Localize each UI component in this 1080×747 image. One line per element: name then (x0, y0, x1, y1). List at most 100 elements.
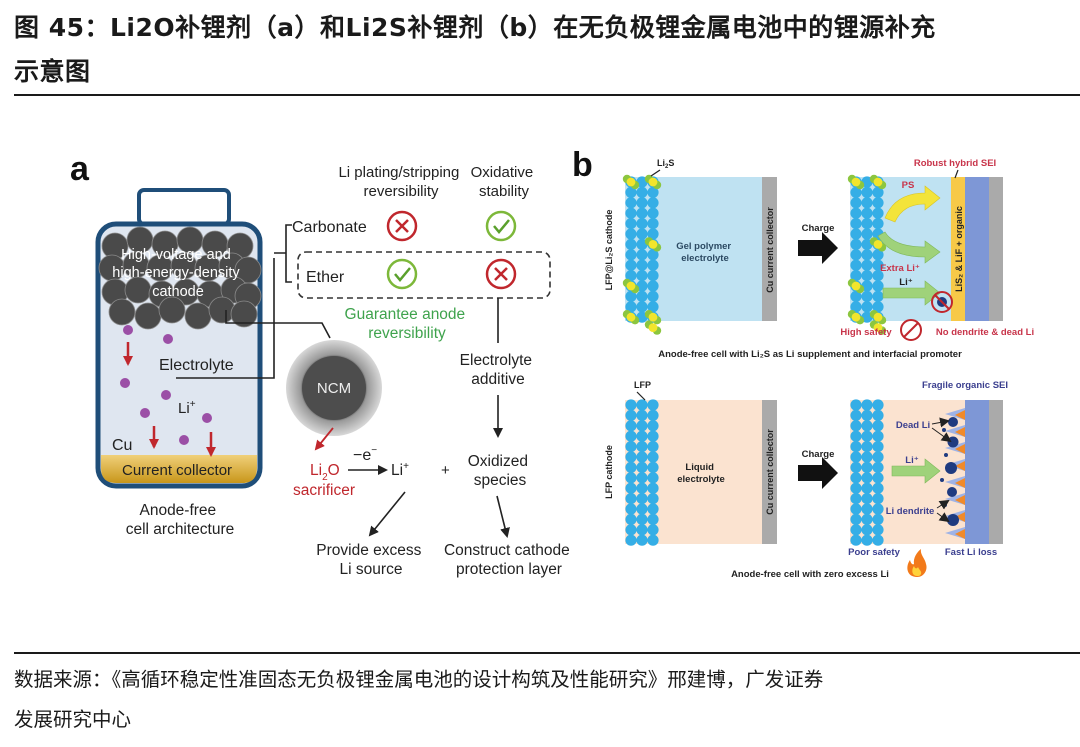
lfp-particle (861, 441, 873, 453)
cu-collector-bottom-left (762, 400, 777, 544)
lfp-particle (647, 399, 659, 411)
current-collector-band (101, 455, 257, 483)
lfp-particle (636, 290, 648, 302)
top-divider (14, 94, 1080, 96)
electrolyte-additive-label: Electrolyte additive (460, 352, 537, 388)
lfp-particle (625, 493, 637, 505)
cell-caption: Anode-free cell architecture (126, 502, 235, 538)
li2s-label: Li2S (657, 158, 674, 170)
lfp-li2s-cathode (622, 174, 662, 335)
lfp-particle (636, 301, 648, 313)
lfp-particle (861, 451, 873, 463)
lfp-particle (636, 399, 648, 411)
lfp-particle (647, 280, 659, 292)
figure-title-line-2: 示意图 (14, 57, 91, 86)
li2s-particle (626, 281, 636, 291)
lfp-particle (636, 534, 648, 546)
lfp-particle (625, 441, 637, 453)
lfp-particle (647, 409, 659, 421)
cu-collector-top-right (989, 177, 1003, 321)
lfp-particle (647, 534, 659, 546)
lfp-particle (647, 430, 659, 442)
lfp-particle (850, 399, 862, 411)
lfp-particle (625, 228, 637, 240)
lfp-particle (850, 259, 862, 271)
lfp-particle (636, 493, 648, 505)
cross-icon (386, 210, 418, 242)
lfp-particle (861, 290, 873, 302)
lfp-particle (861, 472, 873, 484)
lfp-particle (872, 218, 884, 230)
cathode-particle (208, 296, 236, 324)
bottom-caption: Anode-free cell with zero excess Li (731, 569, 889, 580)
li2s-pointer (650, 169, 661, 177)
cathode-particle (158, 296, 186, 324)
lfp-particle (850, 228, 862, 240)
check-icon (386, 258, 418, 290)
dead-li-particle (947, 514, 959, 526)
lfp-particle (625, 503, 637, 515)
lfp-particle (872, 280, 884, 292)
dead-li-particle (942, 428, 946, 432)
lfp-particle (872, 270, 884, 282)
lfp-particle (647, 259, 659, 271)
lfp-particle (850, 493, 862, 505)
li2s-particle (851, 312, 861, 322)
dead-li-pointer-1 (931, 417, 950, 428)
lfp-particle (647, 197, 659, 209)
cathode-particles (98, 226, 262, 330)
lfp-particle (636, 259, 648, 271)
ncm-to-li2o-arrow (314, 427, 334, 451)
lfp-particle (872, 399, 884, 411)
bottom-before-cell (625, 399, 777, 546)
lfp-particle (850, 524, 862, 536)
lfp-particle (636, 228, 648, 240)
lfp-particle (861, 218, 873, 230)
lfp-particle (872, 503, 884, 515)
check-icon (485, 210, 517, 242)
cu-collector-bottom-right (989, 400, 1003, 544)
lfp-particle (861, 409, 873, 421)
lfp-particle (647, 301, 659, 313)
lfp-particle (647, 461, 659, 473)
dead-li-particle (947, 436, 959, 448)
li2s-particle (873, 323, 883, 332)
li2s-particle (851, 177, 861, 187)
lfp-particle (636, 218, 648, 230)
lfp-particle (625, 290, 637, 302)
figure-title-line-1: 图 45：Li2O补锂剂（a）和Li2S补锂剂（b）在无负极锂金属电池中的锂源补… (14, 13, 936, 42)
lfp-particle (625, 534, 637, 546)
lfp-particle (850, 207, 862, 219)
cathode-particle (184, 302, 212, 330)
lfp-particle (636, 513, 648, 526)
lfp-particle (636, 472, 648, 484)
no-dendrite-icon (931, 291, 953, 313)
panel-b: b Li2S LFP@Li₂S cathode Gel polymer elec… (572, 146, 1034, 580)
source-note: 数据来源：《高循环稳定性准固态无负极锂金属电池的设计构筑及性能研究》邢建博，广发… (14, 660, 1080, 740)
source-line-1: 数据来源：《高循环稳定性准固态无负极锂金属电池的设计构筑及性能研究》邢建博，广发… (14, 668, 824, 691)
ncm-label: NCM (317, 380, 351, 397)
battery-cell (95, 188, 263, 489)
lfp-particle (625, 301, 637, 313)
li2s-particle (648, 312, 658, 322)
lfp-particle (625, 451, 637, 463)
lfp-particle (861, 207, 873, 219)
lfp-particle (872, 451, 884, 463)
panel-b-label: b (572, 146, 593, 184)
lfp-particle (625, 270, 637, 282)
lfp-particle (872, 513, 884, 526)
lfp-particle (872, 420, 884, 432)
lfp-particle (861, 259, 873, 271)
fire-icon (907, 549, 927, 577)
no-dendrite-label: No dendrite & dead Li (936, 327, 1034, 338)
li2s-particle (873, 177, 883, 187)
sacrificer-label: sacrificer (293, 482, 355, 499)
lfp-particle (647, 441, 659, 453)
lfp-particle (872, 482, 884, 494)
li2s-particle (648, 323, 658, 332)
lfp-particle (647, 186, 659, 198)
lfp-particle (850, 451, 862, 463)
li-to-provide-arrow (368, 491, 406, 537)
hybrid-sei-layer (951, 177, 965, 321)
lfp-particle (636, 311, 648, 323)
